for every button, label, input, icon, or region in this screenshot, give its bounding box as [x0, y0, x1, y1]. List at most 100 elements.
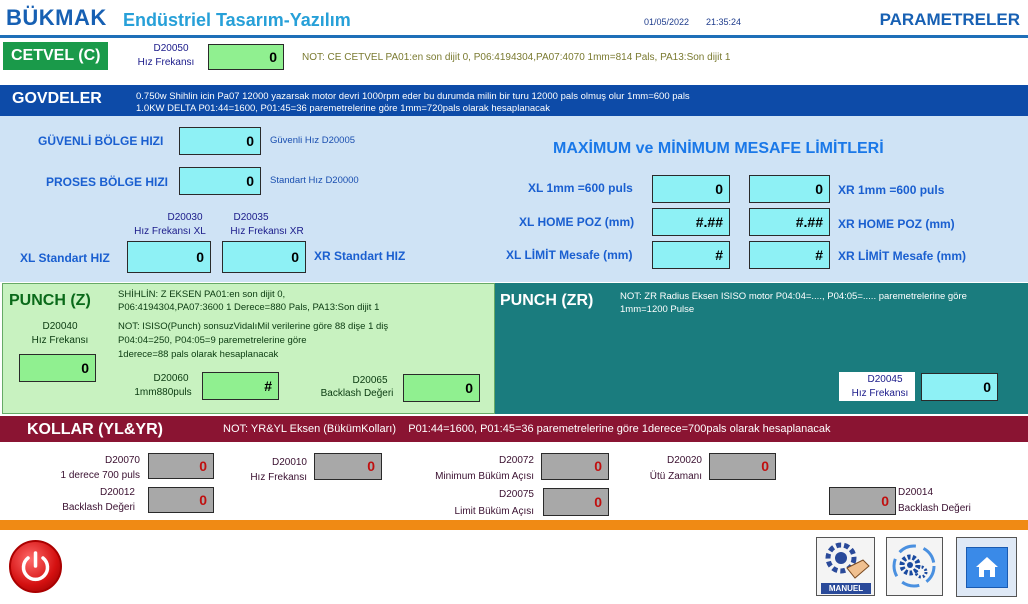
xr-1mm-field[interactable]: 0	[749, 175, 830, 203]
cetvel-label: Hız Frekansı	[137, 57, 195, 68]
punch-z-note-5: 1derece=88 pals olarak hesaplanacak	[118, 349, 279, 360]
punch-z-note-3: NOT: ISISO(Punch) sonsuzVidalıMil verile…	[118, 321, 389, 332]
punch-z-note-4: P04:04=250, P04:05=9 paremetrelerine gör…	[118, 335, 307, 346]
xl-home-field[interactable]: #.##	[652, 208, 730, 236]
punch-zr-tag: PUNCH (ZR)	[500, 292, 594, 309]
xr-reg: D20035	[233, 212, 269, 223]
kollar-r2-reg: D20012	[99, 487, 135, 498]
xl-std-label: XL Standart HIZ	[20, 251, 110, 265]
cetvel-tag: CETVEL (C)	[3, 42, 108, 70]
kollar-r5-reg: D20075	[498, 489, 534, 500]
power-icon	[21, 551, 50, 582]
guvenli-note: Güvenli Hız D20005	[270, 135, 356, 146]
govdeler-tag: GOVDELER	[12, 90, 102, 107]
page-title: PARAMETRELER	[879, 10, 1020, 29]
kollar-r4-reg: D20072	[498, 455, 534, 466]
cetvel-note: NOT: CE CETVEL PA01:en son dijit 0, P06:…	[302, 52, 731, 63]
manuel-button[interactable]: MANUEL	[816, 537, 875, 596]
maxmin-title: MAXİMUM ve MİNİMUM MESAFE LİMİTLERİ	[553, 140, 884, 157]
kollar-r4-label: Minimum Büküm Açısı	[435, 471, 534, 482]
manuel-icon	[825, 542, 870, 579]
xr-home-label: XR HOME POZ (mm)	[838, 217, 955, 231]
punch-zr-note-1: NOT: ZR Radius Eksen ISISO motor P04:04=…	[620, 291, 967, 302]
xl-limit-label: XL LİMİT Mesafe (mm)	[506, 248, 633, 262]
settings-icon	[892, 544, 936, 588]
kollar-r3-reg: D20010	[271, 457, 307, 468]
xr-std-speed-field[interactable]: 0	[222, 241, 306, 273]
brand-subtitle: Endüstriel Tasarım-Yazılım	[123, 10, 351, 30]
kollar-r7-reg: D20014	[898, 487, 934, 498]
kollar-r5-label: Limit Büküm Açısı	[454, 506, 534, 517]
xl-reg-label: Hız Frekansı XL	[134, 226, 206, 237]
kollar-note: NOT: YR&YL Eksen (BükümKolları) P01:44=1…	[223, 423, 831, 435]
punch-z-pulse-field[interactable]: #	[202, 372, 279, 400]
punch-zr-speed-field[interactable]: 0	[921, 373, 998, 401]
punch-z-reg1-label: Hız Frekansı	[31, 335, 89, 346]
xr-reg-label: Hız Frekansı XR	[230, 226, 304, 237]
punch-z-reg3-label: Backlash Değeri	[320, 388, 394, 399]
xr-limit-label: XR LİMİT Mesafe (mm)	[838, 249, 967, 263]
govdeler-note-1: 0.750w Shihlin icin Pa07 12000 yazarsak …	[136, 91, 690, 102]
punch-zr-note-2: 1mm=1200 Pulse	[620, 304, 695, 315]
manuel-label: MANUEL	[821, 583, 871, 594]
xl-1mm-label: XL 1mm =600 puls	[528, 181, 633, 195]
separator-bar	[0, 520, 1028, 530]
punch-z-speed-field[interactable]: 0	[19, 354, 96, 382]
xr-home-field[interactable]: #.##	[749, 208, 830, 236]
kollar-backlash2-field[interactable]: 0	[829, 487, 896, 515]
proses-label: PROSES BÖLGE HIZI	[46, 175, 169, 189]
xl-limit-field[interactable]: #	[652, 241, 730, 269]
header-time: 21:35:24	[706, 17, 742, 27]
punch-z-tag: PUNCH (Z)	[9, 292, 91, 309]
punch-zr-reg: D20045	[867, 374, 903, 385]
proses-note: Standart Hız D20000	[270, 175, 359, 186]
kollar-r3-label: Hız Frekansı	[250, 472, 307, 483]
kollar-r2-label: Backlash Değeri	[62, 502, 135, 513]
brand-logo: BÜKMAK	[6, 5, 107, 30]
kollar-limit-angle-field[interactable]: 0	[543, 488, 609, 516]
xr-limit-field[interactable]: #	[749, 241, 830, 269]
kollar-iron-time-field[interactable]: 0	[709, 453, 776, 480]
xl-home-label: XL HOME POZ (mm)	[519, 215, 635, 229]
kollar-min-angle-field[interactable]: 0	[541, 453, 609, 480]
kollar-r6-reg: D20020	[666, 455, 702, 466]
punch-z-reg1: D20040	[42, 321, 78, 332]
xl-reg: D20030	[167, 212, 203, 223]
kollar-r7-label: Backlash Değeri	[898, 503, 971, 514]
home-button[interactable]	[956, 537, 1017, 597]
punch-z-note-2: P06:4194304,PA07:3600 1 Derece=880 Pals,…	[118, 302, 380, 313]
punch-z-reg2-label: 1mm880puls	[134, 387, 192, 398]
xr-1mm-label: XR 1mm =600 puls	[838, 183, 945, 197]
kollar-r6-label: Ütü Zamanı	[649, 471, 702, 482]
kollar-backlash-field[interactable]: 0	[148, 487, 214, 513]
govdeler-header	[0, 85, 1028, 116]
guvenli-label: GÜVENLİ BÖLGE HIZI	[38, 134, 164, 148]
govdeler-note-2: 1.0KW DELTA P01:44=1600, P01:45=36 parem…	[136, 103, 550, 114]
proses-speed-field[interactable]: 0	[179, 167, 261, 195]
power-button[interactable]	[9, 540, 62, 593]
punch-zr-label-box	[839, 372, 915, 401]
header-date: 01/05/2022	[644, 17, 690, 27]
kollar-header	[0, 416, 1028, 442]
punch-z-note-1: SHİHLİN: Z EKSEN PA01:en son dijit 0,	[118, 289, 286, 300]
xl-std-speed-field[interactable]: 0	[127, 241, 211, 273]
punch-z-reg2: D20060	[153, 373, 189, 384]
punch-z-backlash-field[interactable]: 0	[403, 374, 480, 402]
kollar-degree-field[interactable]: 0	[148, 453, 214, 479]
kollar-r1-label: 1 derece 700 puls	[60, 470, 140, 481]
xl-1mm-field[interactable]: 0	[652, 175, 730, 203]
xr-std-label: XR Standart HIZ	[314, 249, 406, 263]
settings-button[interactable]	[886, 537, 943, 596]
punch-zr-label: Hız Frekansı	[851, 388, 909, 399]
kollar-tag: KOLLAR (YL&YR)	[27, 421, 163, 438]
cetvel-section	[0, 38, 1028, 81]
header-bar	[0, 0, 1028, 38]
home-icon	[976, 557, 998, 577]
guvenli-speed-field[interactable]: 0	[179, 127, 261, 155]
home-icon-bg	[966, 547, 1008, 588]
cetvel-speed-field[interactable]: 0	[208, 44, 284, 70]
punch-z-reg3: D20065	[352, 375, 388, 386]
kollar-speed-field[interactable]: 0	[314, 453, 382, 480]
cetvel-reg: D20050	[153, 43, 189, 54]
kollar-r1-reg: D20070	[104, 455, 140, 466]
